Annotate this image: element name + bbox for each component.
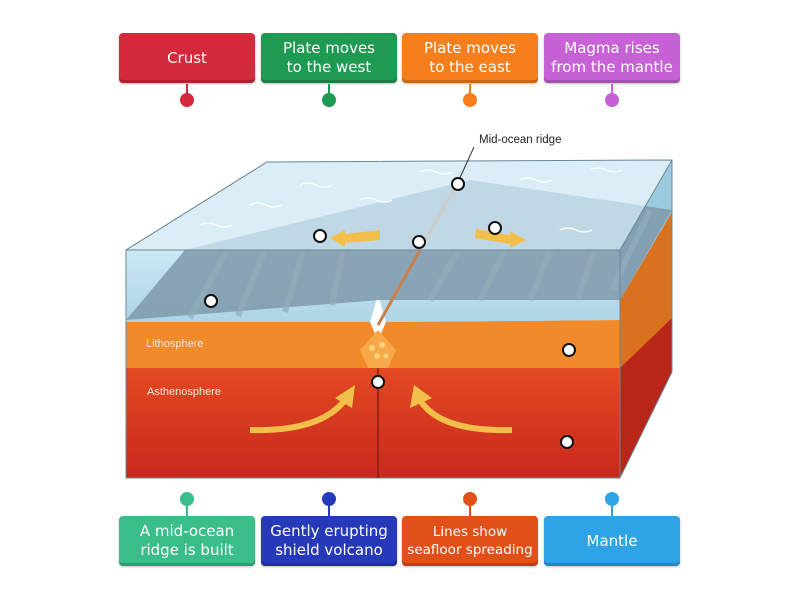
label-plate-moves-west[interactable]: Plate moves to the west [261,33,397,83]
label-mantle[interactable]: Mantle [544,516,680,566]
plate-arrow-west [330,230,380,247]
drop-target-plate-east[interactable] [488,221,502,235]
pin-crust [180,93,194,107]
magma-chamber [360,330,396,368]
water-ripples [199,167,623,233]
label-mid-ocean-ridge-built[interactable]: A mid-ocean ridge is built [119,516,255,566]
connector-mantle [611,502,613,516]
pin-mid-ocean-ridge [180,492,194,506]
label-seafloor-spreading[interactable]: Lines show seafloor spreading [402,516,538,566]
connector-plate-west [328,84,330,98]
label-lithosphere: Lithosphere [146,338,204,350]
connector-crust [186,84,188,98]
water-top-surface [126,160,672,250]
drop-target-magma[interactable] [371,375,385,389]
label-asthenosphere: Asthenosphere [147,386,221,398]
connector-mid-ocean-ridge [186,502,188,516]
magma-blobs [369,342,389,359]
connector-magma [611,84,613,98]
pin-mantle [605,492,619,506]
plate-arrow-east [475,229,526,248]
drop-target-plate-west[interactable] [313,229,327,243]
connector-plate-east [469,84,471,98]
label-crust[interactable]: Crust [119,33,255,83]
drop-target-crust[interactable] [204,294,218,308]
drop-target-lithosphere[interactable] [562,343,576,357]
label-magma-rises[interactable]: Magma rises from the mantle [544,33,680,83]
drop-target-mantle[interactable] [560,435,574,449]
connector-shield-volcano [328,502,330,516]
box-outline [125,159,673,479]
drop-target-ridge-top[interactable] [451,177,465,191]
pin-shield-volcano [322,492,336,506]
callout-mid-ocean-ridge: Mid-ocean ridge [479,134,562,146]
pin-seafloor-spreading [463,492,477,506]
label-plate-moves-east[interactable]: Plate moves to the east [402,33,538,83]
drop-target-ridge-center[interactable] [412,235,426,249]
convection-arrow-right [417,398,513,434]
convection-arrow-left [249,398,348,434]
pin-plate-east [463,93,477,107]
convection-arrowhead-left [335,385,355,408]
pin-magma [605,93,619,107]
pin-plate-west [322,93,336,107]
label-shield-volcano[interactable]: Gently erupting shield volcano [261,516,397,566]
callout-leader [457,146,475,183]
connector-seafloor-spreading [469,502,471,516]
convection-arrowhead-right [410,385,432,408]
